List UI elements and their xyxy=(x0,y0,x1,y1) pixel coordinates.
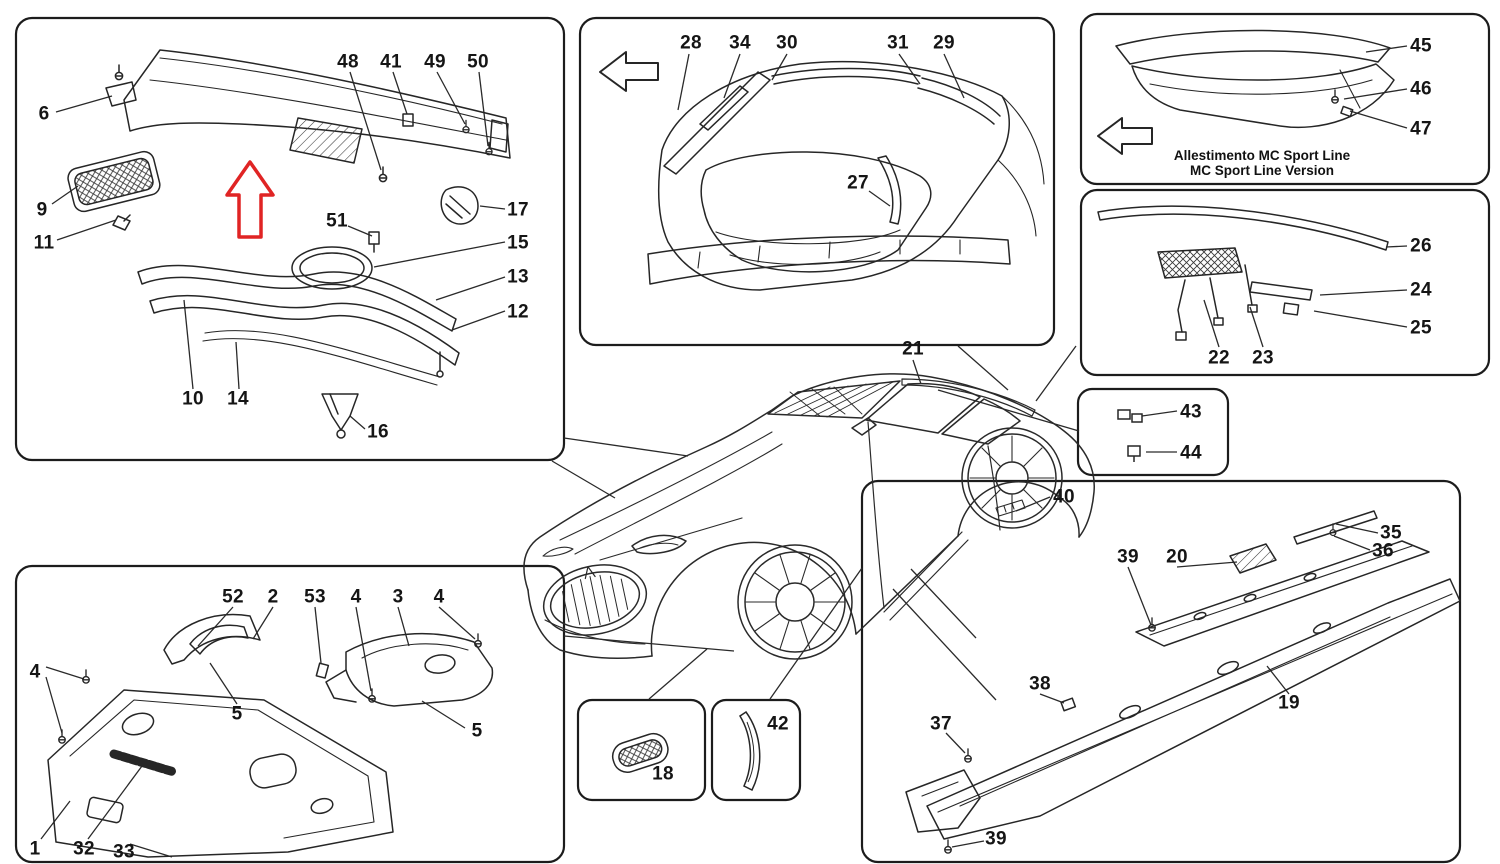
callout-20: 20 xyxy=(1166,546,1188,568)
red-position-arrow-icon xyxy=(225,160,275,239)
car-drawing xyxy=(523,373,1095,660)
callout-1: 1 xyxy=(29,838,41,860)
clips-panel-border xyxy=(1076,387,1230,477)
trunk-panel-art xyxy=(599,51,1045,291)
callout-3: 3 xyxy=(392,586,404,608)
underbody-panel-art xyxy=(47,613,494,858)
callout-23: 23 xyxy=(1252,347,1274,369)
clips-panel-art xyxy=(1117,409,1143,462)
callout-2: 2 xyxy=(267,586,279,608)
spoiler-panel-border xyxy=(1079,12,1491,186)
callout-51: 51 xyxy=(326,210,348,232)
body-outline xyxy=(523,373,1095,591)
callout-27: 27 xyxy=(847,172,869,194)
panel-borders xyxy=(14,12,1491,864)
callout-39a: 39 xyxy=(1117,546,1139,568)
callout-5a: 5 xyxy=(231,703,243,725)
callout-4a: 4 xyxy=(29,661,41,683)
callout-32: 32 xyxy=(73,838,95,860)
callout-53: 53 xyxy=(304,586,326,608)
callout-10: 10 xyxy=(182,388,204,410)
quarter-glass xyxy=(941,398,1021,445)
callout-52: 52 xyxy=(222,586,244,608)
callout-41: 41 xyxy=(380,51,402,73)
side-skirt xyxy=(883,531,969,621)
leader-lines xyxy=(40,45,1408,858)
callout-35: 35 xyxy=(1380,522,1402,544)
callout-18: 18 xyxy=(652,763,674,785)
direction-arrow-left-icon xyxy=(1097,117,1153,155)
callout-39b: 39 xyxy=(985,828,1007,850)
callout-15: 15 xyxy=(507,232,529,254)
callout-40: 40 xyxy=(1053,486,1075,508)
callout-9: 9 xyxy=(36,199,48,221)
rear-wheel xyxy=(961,427,1063,529)
fender-vent xyxy=(995,499,1026,517)
callout-5b: 5 xyxy=(471,720,483,742)
callout-38: 38 xyxy=(1029,673,1051,695)
callout-12: 12 xyxy=(507,301,529,323)
underbody-panel-border xyxy=(14,564,566,864)
roof-trim-strip xyxy=(901,378,1036,417)
callout-44: 44 xyxy=(1180,442,1202,464)
callout-45: 45 xyxy=(1410,35,1432,57)
windshield xyxy=(767,380,901,419)
callout-33: 33 xyxy=(113,841,135,863)
roof-trim-panel-art xyxy=(1097,205,1389,341)
cowl-panel-border xyxy=(14,16,566,462)
callout-17: 17 xyxy=(507,199,529,221)
callout-6: 6 xyxy=(38,103,50,125)
callout-50: 50 xyxy=(467,51,489,73)
callout-28: 28 xyxy=(680,32,702,54)
spoiler-panel-art xyxy=(1097,29,1395,155)
door-glass xyxy=(865,382,981,434)
callout-46: 46 xyxy=(1410,78,1432,100)
arch-trim-panel-border xyxy=(710,698,802,802)
callout-30: 30 xyxy=(776,32,798,54)
callout-19: 19 xyxy=(1278,692,1300,714)
callout-16: 16 xyxy=(367,421,389,443)
callout-29: 29 xyxy=(933,32,955,54)
trunk-panel-border xyxy=(578,16,1056,347)
callout-4b: 4 xyxy=(350,586,362,608)
callout-47: 47 xyxy=(1410,118,1432,140)
callout-25: 25 xyxy=(1410,317,1432,339)
headlight xyxy=(631,534,687,555)
callout-37: 37 xyxy=(930,713,952,735)
direction-arrow-left-icon xyxy=(599,51,659,92)
grille xyxy=(542,564,648,636)
callout-13: 13 xyxy=(507,266,529,288)
mc-sport-line-caption-it: Allestimento MC Sport Line xyxy=(1173,148,1351,164)
callout-31: 31 xyxy=(887,32,909,54)
grommet-panel-border xyxy=(576,698,707,802)
callout-4c: 4 xyxy=(433,586,445,608)
front-wheel xyxy=(737,544,853,660)
callout-49: 49 xyxy=(424,51,446,73)
arch-trim-art xyxy=(738,710,761,792)
callout-34: 34 xyxy=(729,32,751,54)
callout-26: 26 xyxy=(1410,235,1432,257)
callout-42: 42 xyxy=(767,713,789,735)
callout-22: 22 xyxy=(1208,347,1230,369)
callout-21: 21 xyxy=(902,338,924,360)
sills-panel-art xyxy=(905,510,1461,854)
sills-panel-border xyxy=(860,479,1462,864)
mc-sport-line-caption-en: MC Sport Line Version xyxy=(1189,163,1335,179)
callout-14: 14 xyxy=(227,388,249,410)
grommet-art xyxy=(611,732,669,773)
callout-36: 36 xyxy=(1372,540,1394,562)
roof-trim-panel-border xyxy=(1079,188,1491,377)
callout-11: 11 xyxy=(33,232,55,254)
callout-43: 43 xyxy=(1180,401,1202,423)
callout-24: 24 xyxy=(1410,279,1432,301)
callout-48: 48 xyxy=(337,51,359,73)
cowl-panel-art xyxy=(67,49,511,439)
